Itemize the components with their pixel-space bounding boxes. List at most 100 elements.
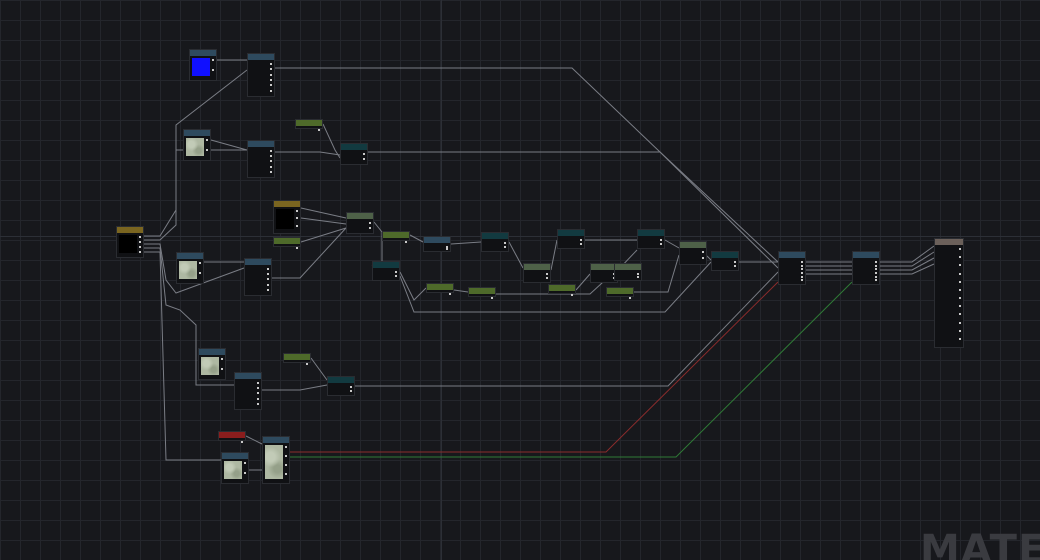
output-pin[interactable] [267, 268, 269, 270]
multiply-node-2[interactable] [247, 140, 275, 178]
output-pin[interactable] [491, 297, 493, 299]
node-header[interactable] [284, 354, 310, 360]
node-header[interactable] [263, 437, 289, 443]
texture-sample-node-2[interactable] [176, 252, 204, 284]
output-pin[interactable] [296, 225, 298, 227]
node-header[interactable] [184, 130, 210, 136]
output-pin[interactable] [875, 261, 877, 263]
output-pin[interactable] [369, 227, 371, 229]
output-pin[interactable] [139, 246, 141, 248]
node-header[interactable] [712, 252, 738, 258]
output-pin[interactable] [580, 239, 582, 241]
scalar-param-node-6[interactable] [548, 284, 576, 296]
output-pin[interactable] [296, 247, 298, 249]
output-pin[interactable] [629, 297, 631, 299]
output-pin[interactable] [296, 217, 298, 219]
output-pin[interactable] [267, 289, 269, 291]
output-pin[interactable] [875, 279, 877, 281]
node-header[interactable] [779, 252, 805, 258]
node-header[interactable] [853, 252, 879, 258]
output-pin[interactable] [801, 276, 803, 278]
output-pin[interactable] [734, 261, 736, 263]
node-header[interactable] [177, 253, 203, 259]
scalar-param-node-7[interactable] [606, 287, 634, 299]
node-header[interactable] [117, 227, 143, 233]
node-header[interactable] [248, 54, 274, 60]
output-pin[interactable] [959, 297, 961, 299]
output-pin[interactable] [285, 446, 287, 448]
output-pin[interactable] [267, 278, 269, 280]
scalar-param-node-4[interactable] [426, 283, 454, 295]
output-pin[interactable] [405, 241, 407, 243]
texcoord-node[interactable] [116, 226, 144, 258]
node-header[interactable] [638, 230, 664, 236]
output-pin[interactable] [270, 160, 272, 162]
output-pin[interactable] [285, 473, 287, 475]
add-node-4[interactable] [614, 263, 642, 281]
lerp-node-7[interactable] [327, 376, 355, 396]
output-pin[interactable] [702, 251, 704, 253]
scalar-param-node-1[interactable] [295, 119, 323, 131]
node-header[interactable] [274, 238, 300, 244]
node-header[interactable] [482, 233, 508, 239]
output-pin[interactable] [546, 277, 548, 279]
output-pin[interactable] [241, 441, 243, 443]
output-pin[interactable] [270, 155, 272, 157]
output-pin[interactable] [875, 268, 877, 270]
output-pin[interactable] [244, 462, 246, 464]
output-pin[interactable] [270, 166, 272, 168]
output-pin[interactable] [270, 150, 272, 152]
clamp-node-1[interactable] [423, 236, 451, 252]
node-header[interactable] [549, 285, 575, 291]
constant-red-node[interactable] [218, 431, 246, 443]
node-header[interactable] [680, 242, 706, 248]
output-pin[interactable] [875, 276, 877, 278]
lerp-node-2[interactable] [372, 261, 400, 281]
output-pin[interactable] [660, 239, 662, 241]
output-pin[interactable] [270, 84, 272, 86]
blend-node-2[interactable] [852, 251, 880, 285]
output-pin[interactable] [270, 63, 272, 65]
add-node-5[interactable] [679, 241, 707, 265]
output-pin[interactable] [395, 275, 397, 277]
output-pin[interactable] [546, 273, 548, 275]
multiply-node-4[interactable] [234, 372, 262, 410]
output-pin[interactable] [212, 59, 214, 61]
output-pin[interactable] [734, 265, 736, 267]
lerp-node-5[interactable] [637, 229, 665, 249]
output-pin[interactable] [660, 243, 662, 245]
scalar-param-node-5[interactable] [468, 287, 496, 299]
output-pin[interactable] [221, 368, 223, 370]
blend-node-1[interactable] [778, 251, 806, 285]
output-pin[interactable] [637, 273, 639, 275]
output-pin[interactable] [959, 305, 961, 307]
output-pin[interactable] [270, 68, 272, 70]
add-node-1[interactable] [346, 212, 374, 234]
output-pin[interactable] [257, 382, 259, 384]
node-header[interactable] [219, 432, 245, 438]
node-header[interactable] [328, 377, 354, 383]
node-header[interactable] [469, 288, 495, 294]
output-pin[interactable] [296, 210, 298, 212]
output-pin[interactable] [270, 79, 272, 81]
output-pin[interactable] [571, 294, 573, 296]
output-pin[interactable] [395, 271, 397, 273]
output-pin[interactable] [350, 390, 352, 392]
output-pin[interactable] [206, 149, 208, 151]
node-header[interactable] [235, 373, 261, 379]
output-pin[interactable] [285, 455, 287, 457]
output-pin[interactable] [267, 284, 269, 286]
output-pin[interactable] [257, 392, 259, 394]
node-header[interactable] [347, 213, 373, 219]
output-pin[interactable] [369, 222, 371, 224]
output-pin[interactable] [504, 242, 506, 244]
output-pin[interactable] [449, 293, 451, 295]
output-pin[interactable] [959, 281, 961, 283]
mask-node[interactable] [273, 200, 301, 234]
node-header[interactable] [373, 262, 399, 268]
node-header[interactable] [296, 120, 322, 126]
node-header[interactable] [607, 288, 633, 294]
scalar-param-node-3[interactable] [382, 231, 410, 243]
output-pin[interactable] [637, 276, 639, 278]
